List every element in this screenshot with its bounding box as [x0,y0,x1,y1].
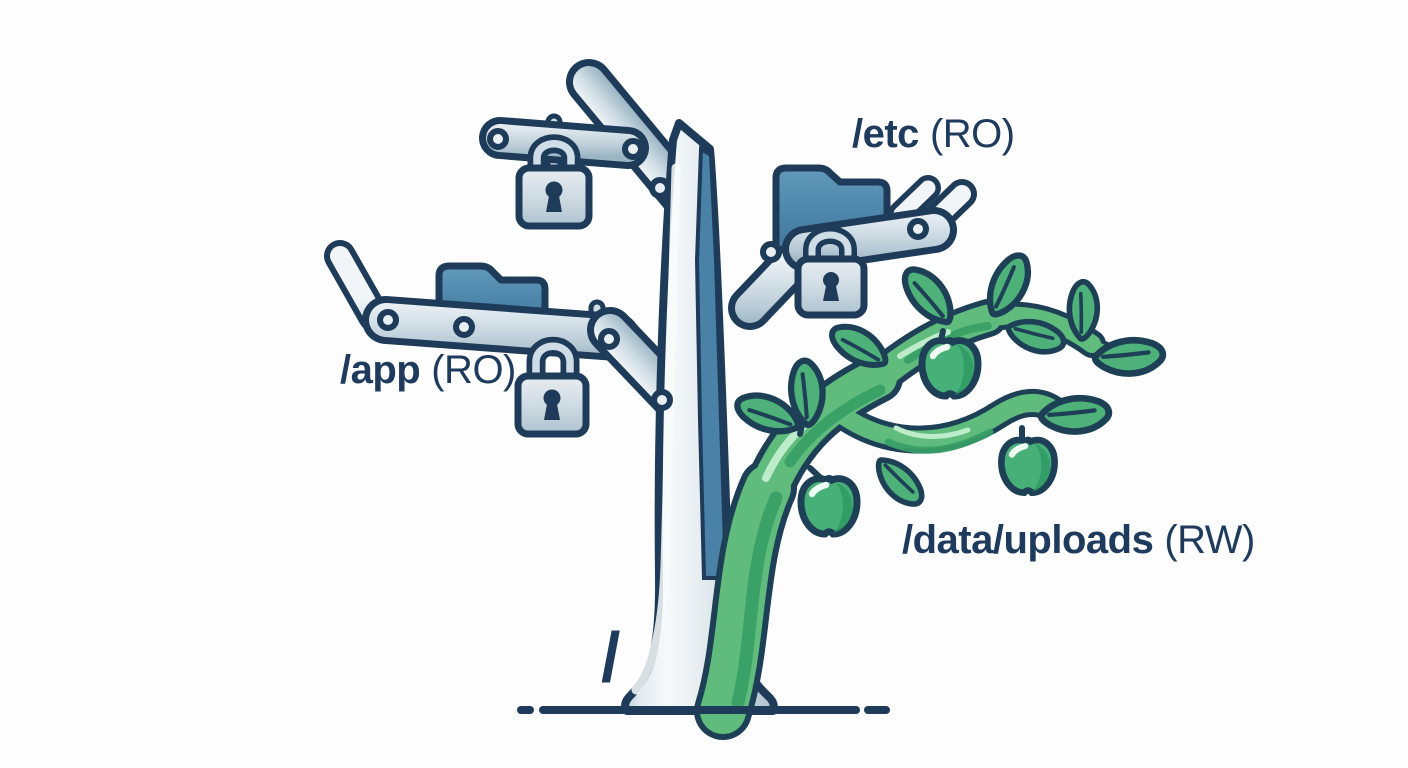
apple-icon [1001,440,1054,493]
mount-mode-etc: (RO) [929,112,1015,156]
apple-icon [801,479,857,535]
leaf-icon [1039,380,1112,448]
mount-mode-app: (RO) [431,348,516,392]
keyhole [823,272,839,288]
leaf-icon [904,267,951,326]
keyhole [543,389,561,407]
padlock-icon [794,226,868,319]
label-app: /app(RO) [340,350,516,390]
leaf-icon [877,454,923,509]
mount-path-etc: /etc [852,112,919,156]
padlock-icon [514,336,590,438]
keyhole [545,181,563,199]
apple-icon [922,341,978,397]
branch-data-readwrite [694,252,1166,740]
rivets [377,128,929,411]
padlock-icon [515,134,593,230]
mount-mode-data: (RW) [1164,518,1255,562]
mount-path-data: /data/uploads [902,518,1154,562]
leaf-icon [1093,322,1166,390]
mount-path-app: /app [340,348,421,392]
label-root-slash: / [601,618,620,696]
label-etc: /etc(RO) [852,114,1015,154]
label-data-uploads: /data/uploads(RW) [902,520,1255,560]
